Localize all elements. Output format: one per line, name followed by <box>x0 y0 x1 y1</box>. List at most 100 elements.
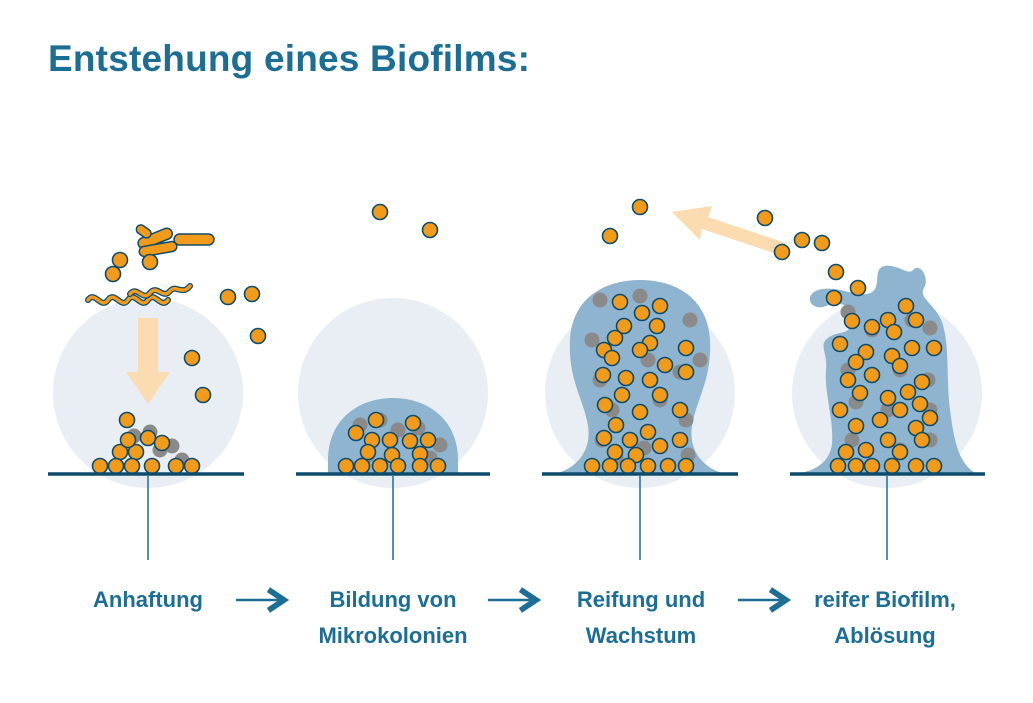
coccus <box>347 424 365 442</box>
coccus <box>421 221 439 239</box>
coccus <box>756 209 774 227</box>
coccus <box>91 457 109 475</box>
coccus <box>371 203 389 221</box>
stage-abloesung <box>756 209 982 488</box>
coccus <box>619 457 637 475</box>
coccus <box>118 411 136 429</box>
coccus <box>857 343 875 361</box>
coccus <box>615 317 633 335</box>
coccus <box>603 349 621 367</box>
coccus <box>621 431 639 449</box>
stage-label-reifung: Reifung und Wachstum <box>576 587 706 648</box>
coccus <box>389 457 407 475</box>
coccus <box>627 446 645 464</box>
coccus <box>913 373 931 391</box>
coccus <box>879 389 897 407</box>
coccus <box>183 349 201 367</box>
coccus <box>879 431 897 449</box>
cocci-group-1 <box>91 251 267 475</box>
coccus <box>641 371 659 389</box>
coccus <box>913 431 931 449</box>
coccus <box>631 198 649 216</box>
coccus <box>871 411 889 429</box>
stage-anhaftung <box>53 224 267 488</box>
coccus <box>139 429 157 447</box>
coccus <box>651 437 669 455</box>
coccus <box>677 457 695 475</box>
coccus <box>922 320 938 336</box>
coccus <box>607 416 625 434</box>
coccus <box>249 327 267 345</box>
coccus <box>584 332 600 348</box>
coccus <box>123 457 141 475</box>
coccus <box>141 253 159 271</box>
coccus <box>925 457 943 475</box>
coccus <box>831 335 849 353</box>
coccus <box>594 366 612 384</box>
coccus <box>851 384 869 402</box>
coccus <box>899 383 917 401</box>
stage-reifung <box>545 198 786 488</box>
coccus <box>432 437 448 453</box>
coccus <box>891 357 909 375</box>
coccus <box>143 457 161 475</box>
coccus <box>359 443 377 461</box>
dispersal-arrow-icon <box>672 206 786 255</box>
stage-label-anhaftung: Anhaftung <box>93 587 203 612</box>
coccus <box>601 457 619 475</box>
attachment-arrow-icon <box>126 318 170 404</box>
coccus <box>631 341 649 359</box>
coccus <box>617 369 635 387</box>
coccus <box>903 339 921 357</box>
surfaces <box>48 472 985 560</box>
coccus <box>419 431 437 449</box>
coccus <box>883 457 901 475</box>
coccus <box>606 443 624 461</box>
coccus <box>651 386 669 404</box>
coccus <box>401 432 419 450</box>
coccus <box>857 441 875 459</box>
coccus <box>849 279 867 297</box>
coccus <box>633 304 651 322</box>
coccus <box>583 457 601 475</box>
coccus <box>601 227 619 245</box>
coccus <box>404 414 422 432</box>
coccus <box>677 363 695 381</box>
coccus <box>885 323 903 341</box>
coccus <box>907 311 925 329</box>
coccus <box>863 318 881 336</box>
stage-mikrokolonien <box>298 203 488 488</box>
coccus <box>921 409 939 427</box>
rod-bacterium <box>138 240 178 258</box>
coccus <box>831 401 849 419</box>
coccus <box>671 431 689 449</box>
coccus <box>911 395 929 413</box>
coccus <box>651 297 669 315</box>
coccus <box>682 312 698 328</box>
rod-bacterium <box>173 233 215 246</box>
coccus <box>677 339 695 357</box>
stage-label-abloesung: reifer Biofilm, Ablösung <box>814 587 956 648</box>
coccus <box>659 457 677 475</box>
coccus <box>847 417 865 435</box>
coccus <box>773 243 791 261</box>
coccus <box>907 457 925 475</box>
coccus <box>153 434 171 452</box>
coccus <box>829 457 847 475</box>
coccus <box>104 265 122 283</box>
coccus <box>219 288 237 306</box>
coccus <box>825 289 843 307</box>
coccus <box>411 457 429 475</box>
rod-bacterium <box>135 224 152 239</box>
coccus <box>844 432 860 448</box>
coccus <box>631 403 649 421</box>
coccus <box>692 352 708 368</box>
coccus <box>119 431 137 449</box>
coccus <box>891 401 909 419</box>
coccus <box>596 396 614 414</box>
coccus <box>381 431 399 449</box>
coccus <box>863 457 881 475</box>
coccus <box>639 457 657 475</box>
coccus <box>367 411 385 429</box>
